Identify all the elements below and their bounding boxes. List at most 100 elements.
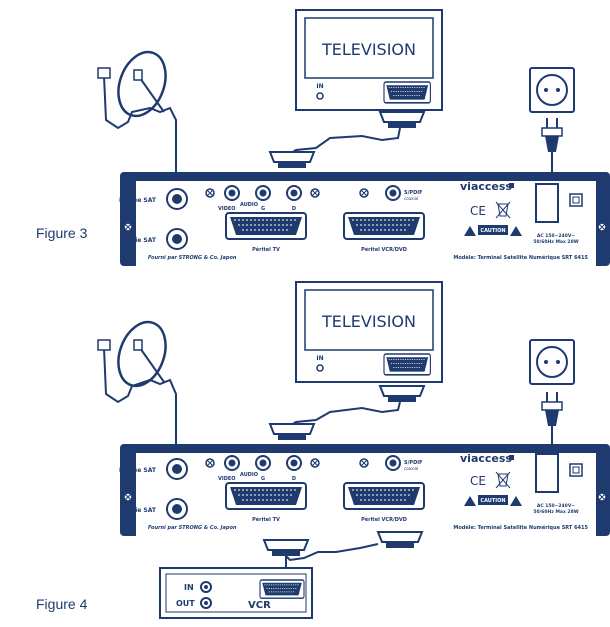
panel-screw-icon — [310, 188, 320, 198]
wall-socket-icon — [529, 67, 575, 113]
panel-screw-icon — [359, 188, 369, 198]
model-label: Modèle: Terminal Satellite Numérique SRT… — [453, 524, 588, 531]
scart-tv-port — [225, 212, 307, 240]
sat-in-label: Entrée SAT — [119, 467, 157, 474]
power-plug-icon — [541, 391, 563, 427]
power-rating-2: 50/60Hz Max 28W — [533, 509, 578, 515]
model-label: Modèle: Terminal Satellite Numérique SRT… — [453, 254, 588, 261]
spdif-sub-label: coaxial — [404, 196, 418, 201]
spdif-sub-label: coaxial — [404, 466, 418, 471]
power-inlet-icon — [535, 453, 559, 493]
power-rating-1: AC 150~240V~ — [537, 233, 575, 239]
caution-label: CAUTION — [480, 228, 505, 234]
audio-left-label: G — [261, 476, 265, 482]
caution-label: CAUTION — [480, 498, 505, 504]
scart-vcr-label: Péritel VCR/DVD — [361, 516, 407, 523]
scart-vcr-port — [343, 212, 425, 240]
spdif-label: S/PDIF — [404, 460, 423, 466]
vcr-scart-port — [259, 579, 305, 599]
warning-triangle-icon — [464, 496, 476, 506]
audio-left-label: G — [261, 206, 265, 212]
tv-input-label: IN — [316, 83, 323, 90]
spdif-label: S/PDIF — [404, 190, 423, 196]
figure-3: TELEVISION IN Entrée SAT Sortie SAT — [97, 9, 610, 266]
video-label: VIDEO — [218, 206, 236, 212]
tv-scart-plug-icon — [379, 385, 425, 403]
panel-screw-icon — [123, 492, 133, 502]
vcr-out-jack-icon — [200, 597, 212, 609]
spdif-jack-icon — [385, 185, 401, 201]
scart-tv-label: Péritel TV — [252, 516, 280, 523]
weee-bin-icon — [495, 201, 511, 219]
panel-screw-icon — [597, 222, 607, 232]
audio-right-label: D — [292, 476, 296, 482]
sat-out-label: Sortie SAT — [121, 237, 157, 244]
sat-in-label: Entrée SAT — [119, 197, 157, 204]
audio-right-label: D — [292, 206, 296, 212]
audio-label: AUDIO — [240, 472, 258, 478]
scart-tv-label: Péritel TV — [252, 246, 280, 253]
vcr-scart-plug-icon — [377, 531, 423, 549]
audio-left-jack-icon — [255, 455, 271, 471]
video-label: VIDEO — [218, 476, 236, 482]
receiver-vcr-scart-plug-icon — [263, 539, 309, 557]
vcr-in-jack-icon — [200, 581, 212, 593]
vcr-device: IN OUT VCR — [159, 567, 313, 619]
scart-vcr-port — [343, 482, 425, 510]
brand-label: viaccess — [460, 452, 512, 465]
power-switch-icon — [569, 463, 583, 477]
sat-out-connector-icon — [166, 228, 188, 250]
sat-out-label: Sortie SAT — [121, 507, 157, 514]
warning-triangle-icon — [510, 226, 522, 236]
wall-socket-icon — [529, 339, 575, 385]
warning-triangle-icon — [464, 226, 476, 236]
audio-label: AUDIO — [240, 202, 258, 208]
weee-bin-icon — [495, 471, 511, 489]
sat-in-connector-icon — [166, 188, 188, 210]
panel-screw-icon — [359, 458, 369, 468]
figure-3-label: Figure 3 — [36, 225, 88, 241]
power-rating-2: 50/60Hz Max 28W — [533, 239, 578, 245]
panel-screw-icon — [123, 222, 133, 232]
ce-mark: CE — [470, 474, 486, 488]
figure-4-label: Figure 4 — [36, 596, 88, 612]
brand-label: viaccess — [460, 180, 512, 193]
power-switch-icon — [569, 193, 583, 207]
ce-mark: CE — [470, 204, 486, 218]
audio-left-jack-icon — [255, 185, 271, 201]
receiver-rear-panel: Entrée SAT Sortie SAT VIDEO AUDIO G D Pé… — [119, 172, 610, 266]
audio-right-jack-icon — [286, 185, 302, 201]
sat-in-connector-icon — [166, 458, 188, 480]
video-jack-icon — [224, 185, 240, 201]
power-plug-icon — [541, 117, 563, 153]
receiver-scart-plug-icon — [269, 151, 315, 169]
video-jack-icon — [224, 455, 240, 471]
television: TELEVISION IN — [295, 9, 443, 111]
vcr-in-label: IN — [184, 583, 194, 592]
satellite-dish-icon — [108, 314, 176, 394]
power-rating-1: AC 150~240V~ — [537, 503, 575, 509]
vcr-out-label: OUT — [176, 599, 195, 608]
tv-title: TELEVISION — [321, 312, 416, 331]
audio-right-jack-icon — [286, 455, 302, 471]
tv-scart-port — [383, 353, 432, 376]
vcr-title: VCR — [248, 600, 271, 611]
scart-vcr-label: Péritel VCR/DVD — [361, 246, 407, 253]
supplier-label: Fourni par STRONG & Co. Japon — [148, 525, 237, 531]
scart-cable-tv — [289, 127, 401, 155]
scart-tv-port — [225, 482, 307, 510]
panel-screw-icon — [310, 458, 320, 468]
sat-out-connector-icon — [166, 498, 188, 520]
dish-cable — [103, 347, 177, 446]
scart-cable-tv — [289, 401, 401, 427]
figure-4: TELEVISION IN Entrée SAT Sortie SAT — [97, 281, 610, 619]
panel-screw-icon — [597, 492, 607, 502]
supplier-label: Fourni par STRONG & Co. Japon — [148, 255, 237, 261]
tv-title: TELEVISION — [321, 40, 416, 59]
power-inlet-icon — [535, 183, 559, 223]
tv-input-label: IN — [316, 355, 323, 362]
television: TELEVISION IN — [295, 281, 443, 383]
dish-cable — [103, 75, 177, 172]
